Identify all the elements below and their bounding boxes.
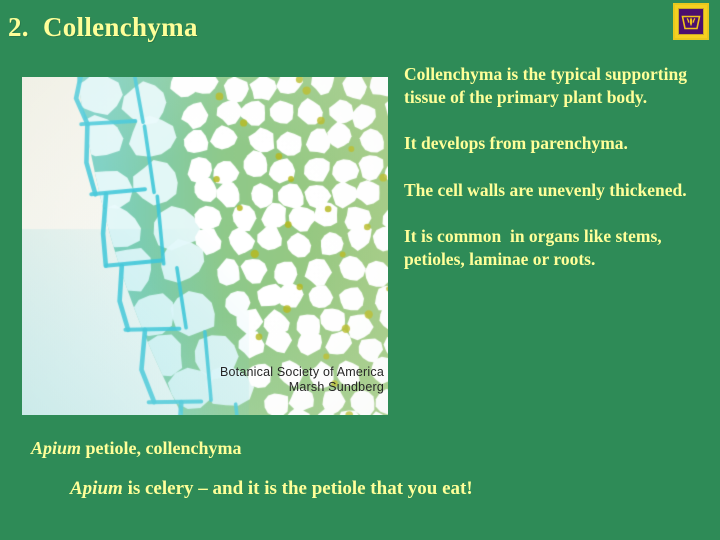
- body-paragraph-4: It is common in organs like stems, petio…: [404, 225, 667, 270]
- body-paragraph-1: Collenchyma is the typical supporting ti…: [404, 64, 692, 108]
- crest-icon: [681, 15, 701, 29]
- botanical-society-logo: [673, 3, 709, 40]
- specimen-caption-rest: petiole, collenchyma: [81, 438, 242, 458]
- micrograph-canvas: [22, 77, 388, 415]
- micrograph-image: Botanical Society of America Marsh Sundb…: [22, 77, 388, 415]
- body-paragraph-3: The cell walls are unevenly thickened.: [404, 179, 687, 200]
- specimen-note-rest: is celery – and it is the petiole that y…: [122, 478, 473, 499]
- micrograph-credit: Botanical Society of America Marsh Sundb…: [84, 365, 384, 395]
- specimen-genus: Apium: [31, 438, 82, 458]
- body-paragraph-2: It develops from parenchyma.: [404, 133, 628, 154]
- credit-organization: Botanical Society of America: [219, 365, 384, 379]
- specimen-note-genus: Apium: [70, 478, 123, 499]
- logo-field: [678, 8, 704, 35]
- body-text-column: Collenchyma is the typical supporting ti…: [404, 63, 716, 271]
- page-title: 2. Collenchyma: [8, 12, 198, 42]
- credit-author: Marsh Sundberg: [288, 380, 384, 394]
- specimen-caption: Apium petiole, collenchyma: [31, 438, 242, 459]
- specimen-note: Apium is celery – and it is the petiole …: [70, 478, 473, 500]
